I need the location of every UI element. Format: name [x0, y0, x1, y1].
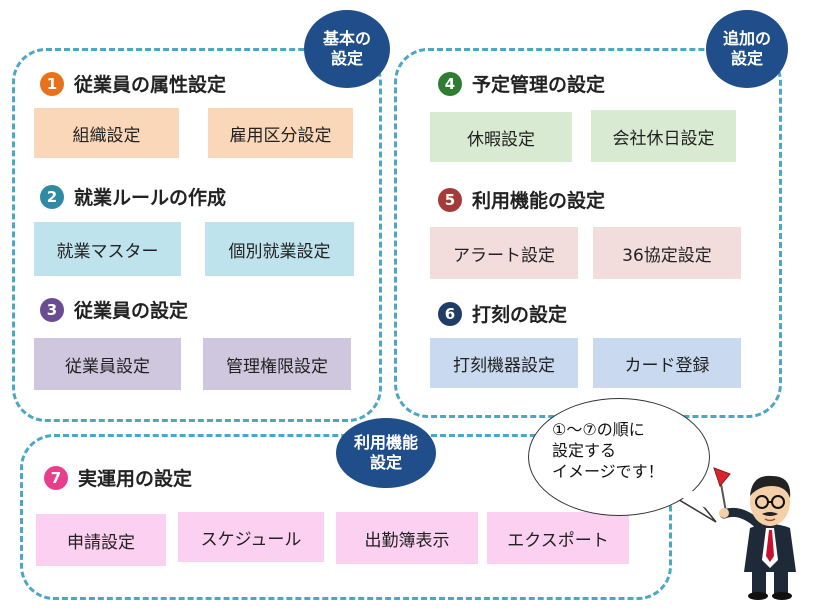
section-7-number: 7 — [44, 465, 68, 490]
item-employment-category-settings[interactable]: 雇用区分設定 — [208, 108, 353, 158]
section-4-number: 4 — [438, 71, 462, 96]
speech-bubble-text: ①～⑦の順に 設定する イメージです！ — [552, 420, 664, 481]
item-article-36-agreement-settings[interactable]: 36協定設定 — [593, 227, 741, 279]
item-application-settings[interactable]: 申請設定 — [36, 514, 166, 566]
section-4-title: 予定管理の設定 — [472, 74, 606, 96]
section-1-number: 1 — [40, 71, 64, 96]
item-schedule[interactable]: スケジュール — [178, 512, 324, 562]
section-7-title: 実運用の設定 — [78, 468, 193, 490]
section-3-heading: 3 従業員の設定 — [40, 296, 188, 323]
businessman-illustration — [713, 467, 796, 600]
item-admin-permission-settings[interactable]: 管理権限設定 — [203, 338, 351, 390]
item-attendance-book-display[interactable]: 出勤簿表示 — [336, 512, 478, 564]
item-employee-settings[interactable]: 従業員設定 — [34, 338, 181, 390]
group-basic-settings — [12, 48, 382, 422]
item-leave-settings[interactable]: 休暇設定 — [430, 112, 572, 162]
section-6-title: 打刻の設定 — [472, 304, 568, 326]
section-3-number: 3 — [40, 297, 64, 322]
section-2-heading: 2 就業ルールの作成 — [40, 183, 226, 210]
section-5-number: 5 — [438, 187, 462, 212]
section-4-heading: 4 予定管理の設定 — [438, 70, 605, 97]
item-work-master[interactable]: 就業マスター — [34, 222, 181, 276]
section-1-heading: 1 従業員の属性設定 — [40, 70, 226, 97]
item-card-registration[interactable]: カード登録 — [593, 338, 741, 388]
section-6-heading: 6 打刻の設定 — [438, 300, 567, 327]
item-company-holiday-settings[interactable]: 会社休日設定 — [591, 110, 736, 162]
speech-bubble-tail-cover — [678, 488, 706, 508]
bubble-basic-settings: 基本の 設定 — [304, 10, 390, 88]
section-7-heading: 7 実運用の設定 — [44, 464, 192, 491]
item-export[interactable]: エクスポート — [487, 512, 629, 564]
section-5-heading: 5 利用機能の設定 — [438, 186, 605, 213]
section-2-number: 2 — [40, 184, 64, 209]
section-2-title: 就業ルールの作成 — [74, 187, 227, 209]
item-individual-work-settings[interactable]: 個別就業設定 — [205, 222, 354, 276]
section-3-title: 従業員の設定 — [74, 300, 189, 322]
section-6-number: 6 — [438, 301, 462, 326]
section-1-title: 従業員の属性設定 — [74, 74, 227, 96]
section-5-title: 利用機能の設定 — [472, 190, 606, 212]
item-timeclock-device-settings[interactable]: 打刻機器設定 — [430, 338, 578, 388]
item-alert-settings[interactable]: アラート設定 — [430, 227, 578, 279]
bubble-usage-settings: 利用機能 設定 — [336, 418, 436, 488]
bubble-additional-settings: 追加の 設定 — [706, 10, 788, 88]
item-organization-settings[interactable]: 組織設定 — [34, 108, 179, 158]
